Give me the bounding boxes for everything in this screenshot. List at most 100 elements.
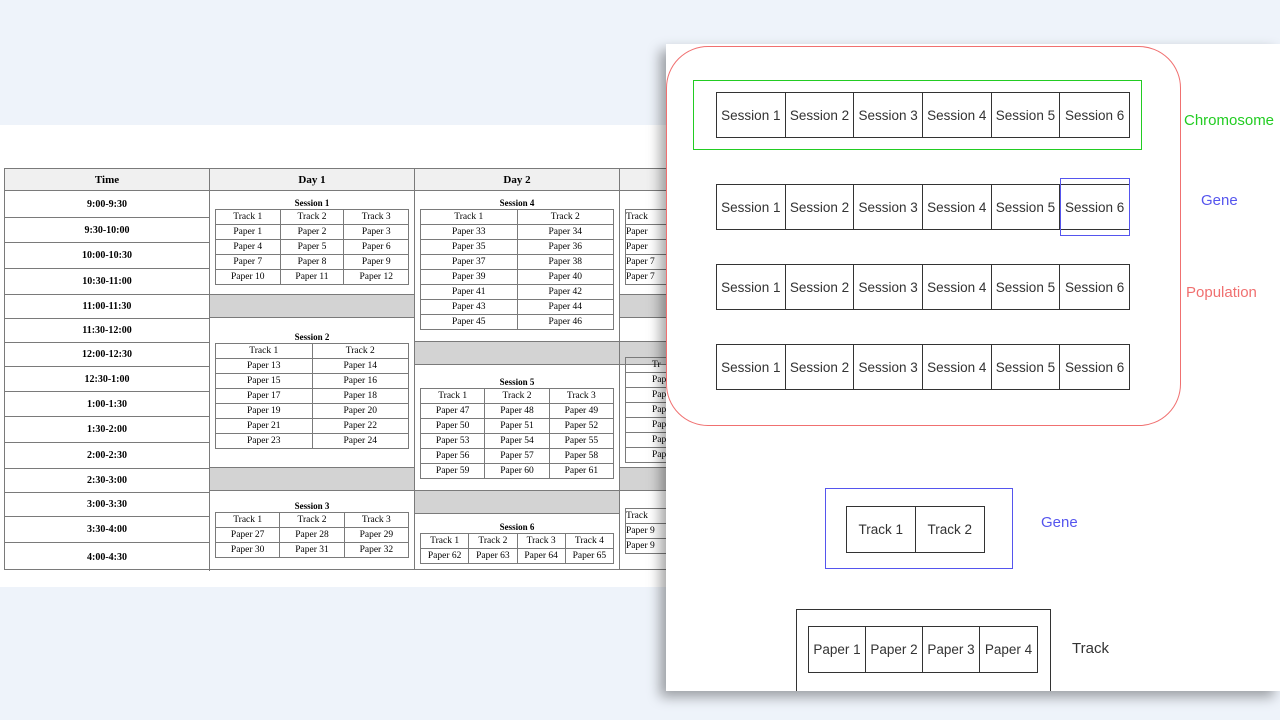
paper-cell: Paper 29 [343,527,410,543]
paper-cell: Paper 35 [420,239,518,255]
paper-cell: Paper 64 [516,548,566,564]
paper-cell: Paper 15 [215,373,313,389]
track-header: Track 4 [564,533,615,549]
session-cell: Session 6 [1064,359,1125,375]
track-header: Track 2 [279,209,345,225]
session-title: Session 3 [294,501,330,511]
paper-cell: Paper 23 [215,433,313,449]
paper-cell: Paper 39 [420,269,518,285]
track-header: Track 1 [419,388,486,404]
paper-cell: Paper 3 [343,224,409,240]
track-cell: Track 1 [847,507,916,552]
session-cell: Session 1 [717,265,786,309]
paper-cell: Paper 21 [215,418,313,434]
session-cell: Session 6 [1064,107,1125,123]
track-header: Track 1 [215,343,313,359]
track-header: Track 3 [516,533,566,549]
time-slot: 4:00-4:30 [5,543,210,571]
paper-cell: Paper 58 [548,448,615,464]
session-cell: Session 5 [992,265,1061,309]
population-label: Population [1186,284,1257,301]
time-slot: 3:00-3:30 [5,493,210,517]
session-cell: Session 2 [786,265,855,309]
paper-cell: Paper 28 [279,527,345,543]
header-day1: Day 1 [210,169,415,191]
track-header: Track 2 [468,533,518,549]
paper-cell: Paper 34 [516,224,614,240]
paper-cell: Paper 31 [279,542,345,558]
session-cell: Session 4 [923,265,992,309]
paper-cell: Paper 24 [311,433,409,449]
paper-cell: Paper 22 [311,418,409,434]
paper-cell: Paper 12 [343,269,409,285]
time-slot: 11:30-12:00 [5,319,210,343]
session-cell: Session 6 [1064,279,1125,295]
session-cell: Session 4 [923,345,992,389]
paper-cell: Paper 65 [564,548,615,564]
paper-cell: Paper 13 [215,358,313,374]
paper-cell: Paper 38 [516,254,614,270]
chromosome-label: Chromosome [1184,112,1275,129]
paper-cell: Paper 8 [279,254,345,270]
paper-cell: Paper 45 [420,314,518,330]
time-slot: 9:30-10:00 [5,218,210,243]
paper-cell: Paper 60 [484,463,550,479]
time-slot: 10:00-10:30 [5,243,210,269]
paper-cell: Paper 53 [419,433,486,449]
session-cell: Session 6 [1064,199,1125,215]
session-cell: Session 4 [923,185,992,229]
paper-cell: Paper 55 [548,433,615,449]
paper-cell: Paper 42 [516,284,614,300]
track-header: Track 2 [484,388,550,404]
paper-cell: Paper 37 [420,254,518,270]
track-header: Track 3 [343,512,410,528]
gene-highlight [1060,178,1130,236]
paper-cell: Paper 18 [311,388,409,404]
session-title: Session 5 [499,377,535,387]
paper-cell: Paper 48 [484,403,550,419]
break-row [210,467,414,491]
session-cell: Session 3 [854,345,923,389]
session-title: Session 1 [294,198,330,208]
track-header: Track 3 [343,209,409,225]
time-slot: 12:00-12:30 [5,343,210,367]
session-cell: Session 5 [992,93,1061,137]
paper-cell: Paper 19 [215,403,313,419]
chromosome-outline [693,80,1142,150]
paper-cell: Paper 62 [419,548,470,564]
paper-cell: Paper 6 [343,239,409,255]
session-cell: Session 2 [786,345,855,389]
paper-cell: Paper 3 [923,627,980,672]
session-cell: Session 1 [717,185,786,229]
time-slot: 9:00-9:30 [5,191,210,218]
session-cell: Session 4 [923,93,992,137]
paper-cell: Paper 41 [420,284,518,300]
paper-cell: Paper 33 [420,224,518,240]
session-cell: Session 5 [992,185,1061,229]
paper-cell: Paper 46 [516,314,614,330]
paper-cell: Paper 2 [866,627,923,672]
session-cell: Session 1 [717,93,786,137]
time-slot: 12:30-1:00 [5,367,210,392]
track-label: Track [1072,640,1109,657]
session-cell: Session 2 [786,93,855,137]
paper-cell: Paper 2 [279,224,345,240]
time-slot: 1:30-2:00 [5,417,210,443]
track-header: Track 1 [420,209,518,225]
gene-track-outline [825,488,1013,569]
